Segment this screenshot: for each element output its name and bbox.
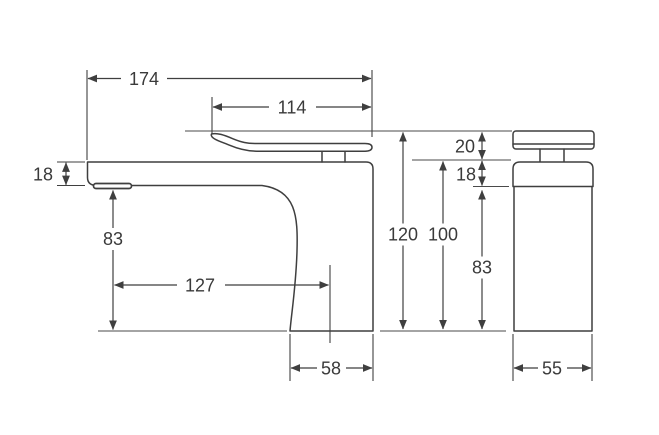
dim-overall-length: 174 [86, 68, 373, 160]
dim-58-label: 58 [321, 359, 341, 379]
dim-18M-label: 18 [456, 165, 476, 185]
side-view-lever [210, 132, 373, 152]
dim-spout-handle-length: 114 [211, 96, 372, 134]
front-view-handle [512, 130, 595, 150]
dim-58-label-bg [317, 357, 346, 379]
dim-174-label-bg [121, 68, 167, 89]
dim-127-label: 127 [185, 276, 215, 296]
dim-120-label-bg [384, 223, 422, 246]
dim-spout-reach: 127 [114, 265, 331, 343]
dim-83L-label: 83 [103, 229, 123, 249]
dim-100-label: 100 [428, 225, 458, 245]
dim-83L-label-bg [99, 228, 127, 250]
dim-174-label: 174 [129, 69, 159, 89]
dim-114-label: 114 [278, 98, 307, 118]
dim-114-label-bg [269, 96, 316, 118]
front-view-flange [512, 161, 594, 188]
dim-20-label: 20 [455, 137, 475, 157]
dim-127-label-bg [177, 274, 225, 296]
dim-55-label: 55 [542, 359, 562, 379]
side-view-lever-stem [321, 150, 346, 163]
dim-83M-label-bg [468, 256, 496, 279]
dim-overall-height: 120 [384, 132, 422, 330]
dim-body-width: 55 [512, 334, 593, 381]
dim-18L-label: 18 [33, 165, 53, 185]
front-view-body [513, 185, 593, 332]
reference-lines [98, 130, 512, 332]
dim-base-depth: 58 [289, 334, 374, 381]
dim-120-label: 120 [388, 225, 418, 245]
dim-100-label-bg [424, 223, 462, 246]
dim-spout-height: 83 [99, 190, 127, 330]
dim-spout-thickness: 18 [33, 161, 85, 187]
dimensions: 174 114 18 83 127 [33, 68, 593, 381]
dim-handle-rise: 20 [455, 132, 486, 160]
dim-55-label-bg [538, 357, 567, 379]
dim-body-height: 83 [468, 190, 496, 330]
side-view-aerator [92, 182, 133, 190]
dim-83M-label: 83 [472, 258, 492, 278]
dim-flange-height: 18 [456, 160, 486, 186]
front-view [512, 130, 595, 332]
front-view-handle-stem [539, 148, 565, 163]
dim-body-top-height: 100 [424, 161, 462, 330]
